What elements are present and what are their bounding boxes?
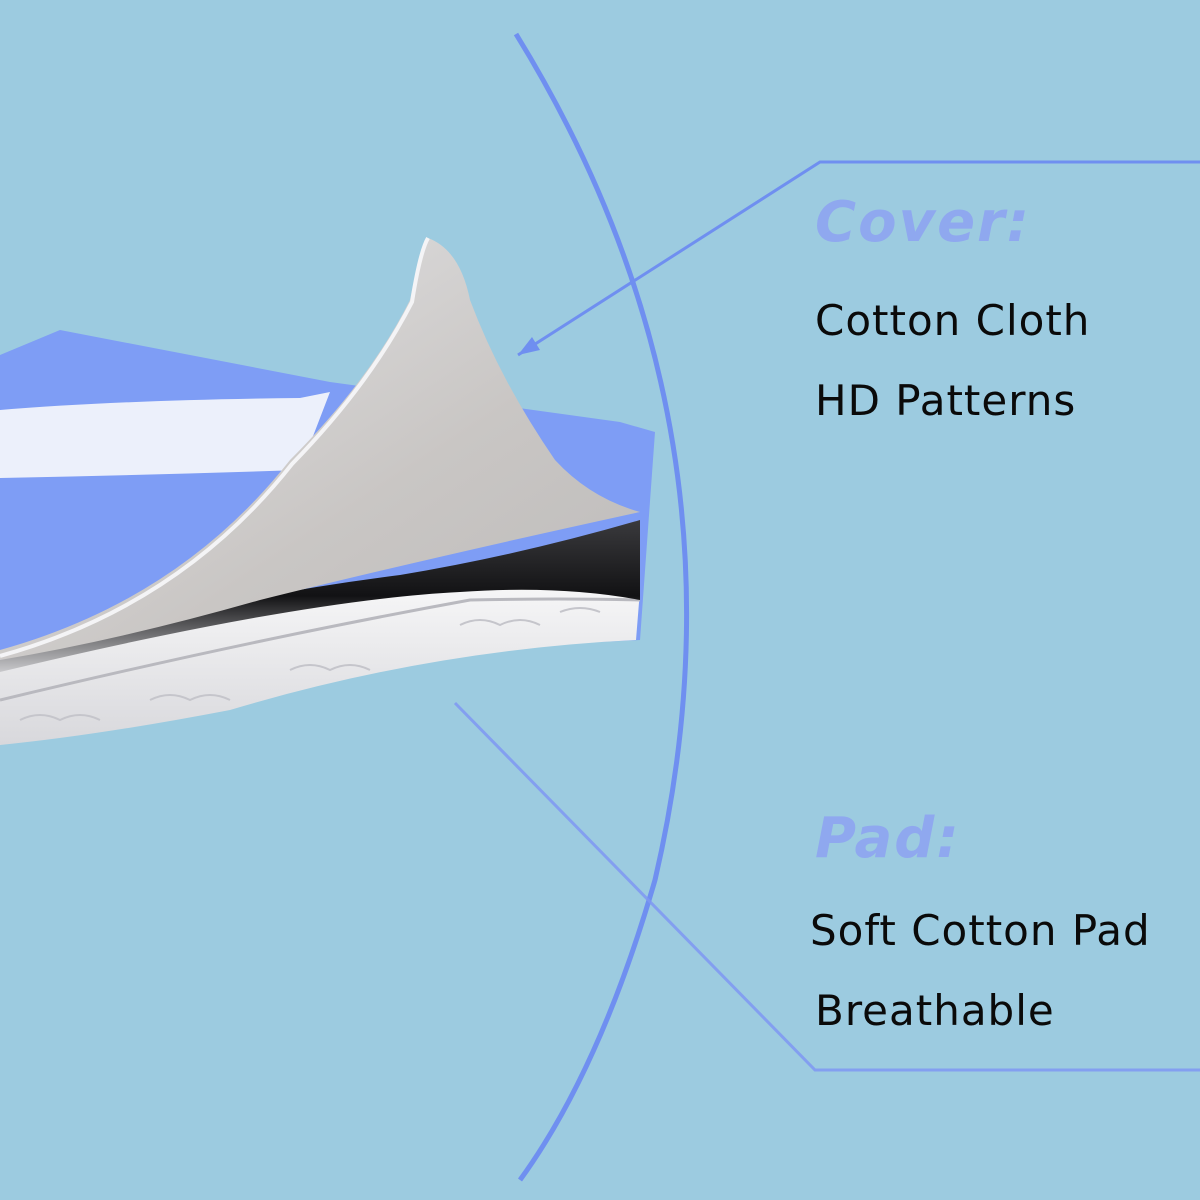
pad-callout-line bbox=[453, 701, 1200, 1072]
cover-line-1: Cotton Cloth bbox=[815, 296, 1091, 345]
flap-edge bbox=[0, 237, 430, 658]
pad-layer-edge bbox=[0, 597, 641, 702]
cover-callout-arrowhead bbox=[518, 337, 540, 355]
dark-layer bbox=[0, 520, 640, 672]
cover-line-2: HD Patterns bbox=[815, 376, 1077, 425]
pad-line-2: Breathable bbox=[815, 986, 1055, 1035]
fabric-white-stripe bbox=[0, 392, 330, 478]
pad-line-1: Soft Cotton Pad bbox=[810, 906, 1151, 955]
cover-heading: Cover: bbox=[815, 190, 1032, 255]
peeled-cover-flap bbox=[0, 238, 640, 660]
pad-heading: Pad: bbox=[815, 806, 961, 871]
pad-texture bbox=[19, 607, 601, 722]
divider-arc bbox=[513, 32, 690, 1182]
cover-callout-line bbox=[517, 160, 1200, 357]
